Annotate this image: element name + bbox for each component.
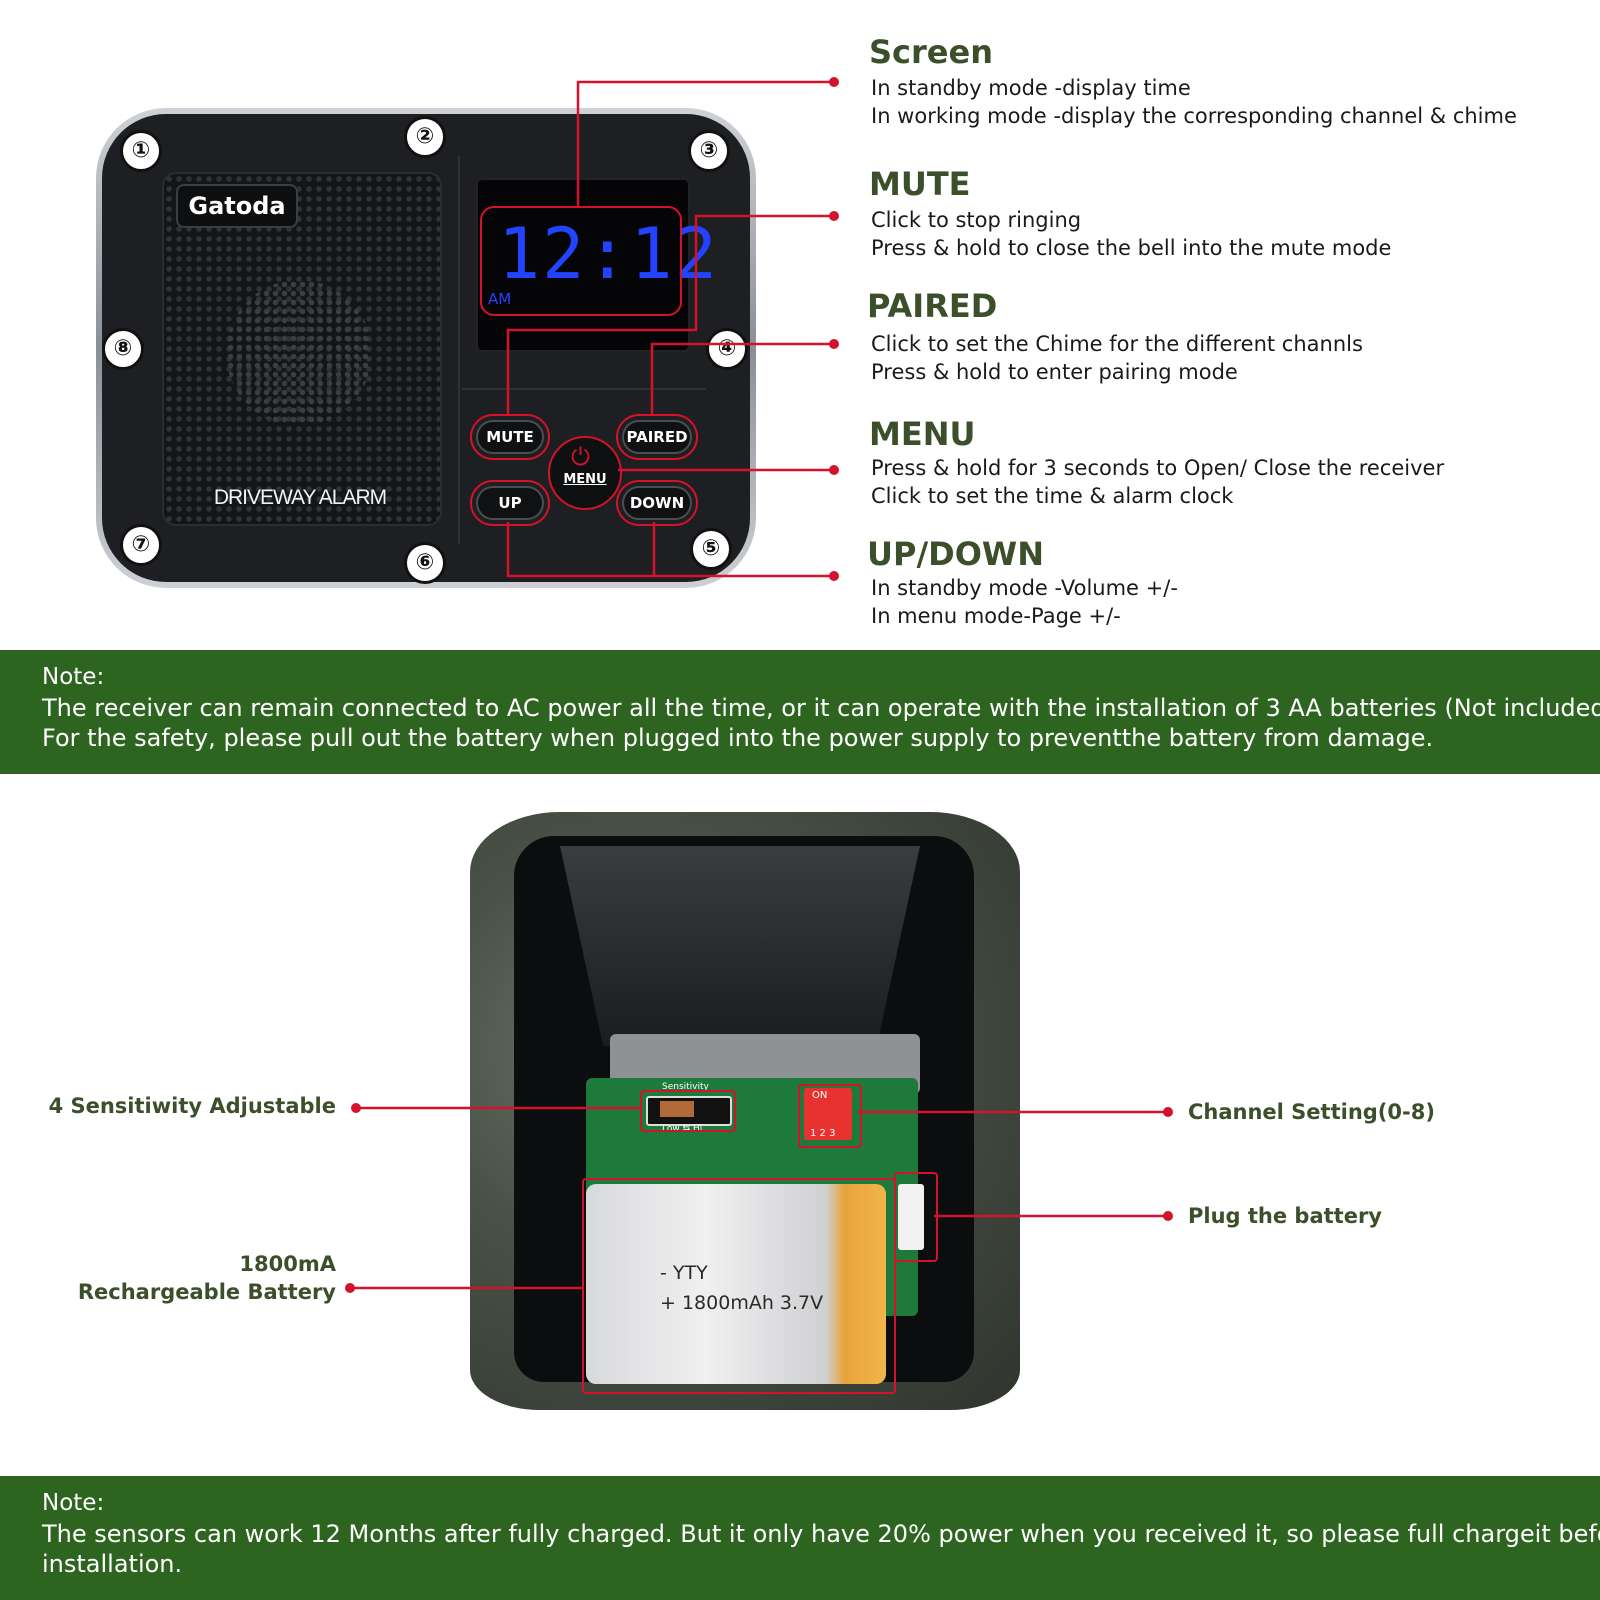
leader-dot (829, 211, 839, 221)
callout-line: In menu mode-Page +/- (871, 604, 1121, 628)
paired-button-ring (616, 414, 698, 460)
callout-line: Click to set the time & alarm clock (871, 484, 1234, 508)
callout-title: Screen (869, 33, 993, 71)
badge-3: ③ (688, 130, 730, 172)
badge-4: ④ (706, 328, 748, 370)
down-button-ring (616, 480, 698, 526)
battery-connector (898, 1184, 924, 1250)
down-button[interactable]: DOWN (622, 486, 692, 520)
badge-2: ② (404, 116, 446, 158)
channel-highlight (798, 1084, 862, 1148)
leader-updown (506, 522, 834, 578)
up-button[interactable]: UP (476, 486, 544, 520)
callout-line: In standby mode -Volume +/- (871, 576, 1178, 600)
note-bar-sensor: Note: The sensors can work 12 Months aft… (0, 1476, 1600, 1600)
leader-dot (345, 1283, 355, 1293)
note-line: installation. (42, 1550, 183, 1578)
note-line: The receiver can remain connected to AC … (42, 694, 1600, 722)
case-shelf (560, 846, 920, 1046)
leader-dot (829, 571, 839, 581)
leader-dot (351, 1103, 361, 1113)
note-bar-receiver: Note: The receiver can remain connected … (0, 650, 1600, 774)
screen-highlight (480, 206, 682, 316)
channel-dip-switch (804, 1088, 852, 1140)
note-line: For the safety, please pull out the batt… (42, 724, 1434, 752)
up-button-ring (470, 480, 550, 526)
lipo-battery (586, 1184, 886, 1384)
callout-line: Click to set the Chime for the different… (871, 332, 1363, 356)
badge-7: ⑦ (120, 524, 162, 566)
sensor-leader-lines (345, 1103, 1173, 1293)
leader-screen (576, 80, 834, 206)
pcb-lowhi-label: Low ⇆ Hi (662, 1124, 703, 1134)
panel-divider (458, 156, 460, 544)
label-channel: Channel Setting(0-8) (1188, 1100, 1435, 1124)
pcb-sensitivity-label: Sensitivity (662, 1082, 709, 1092)
mute-button[interactable]: MUTE (476, 420, 544, 454)
callout-line: Press & hold to close the bell into the … (871, 236, 1392, 260)
dip-on-label: ON (812, 1090, 828, 1101)
callout-leader-lines (506, 77, 839, 581)
label-battery-type: Rechargeable Battery (77, 1280, 336, 1304)
callout-title: MUTE (869, 165, 971, 203)
label-sensitivity: 4 Sensitiwity Adjustable (48, 1094, 336, 1118)
menu-button[interactable] (548, 436, 622, 510)
callout-line: In standby mode -display time (871, 76, 1191, 100)
label-plug: Plug the battery (1188, 1204, 1382, 1228)
switch-knob (660, 1101, 694, 1117)
callout-line: Click to stop ringing (871, 208, 1082, 232)
callout-line: Press & hold for 3 seconds to Open/ Clos… (871, 456, 1445, 480)
callout-line: In working mode -display the correspondi… (871, 104, 1517, 128)
badge-6: ⑥ (404, 542, 446, 584)
badge-1: ① (120, 130, 162, 172)
leader-dot (1163, 1211, 1173, 1221)
sensitivity-highlight (640, 1090, 736, 1132)
callout-title: MENU (869, 415, 976, 453)
speaker-cone (226, 280, 372, 426)
battery-print: - YTY (660, 1262, 708, 1284)
callout-line: Press & hold to enter pairing mode (871, 360, 1238, 384)
leader-dot (829, 465, 839, 475)
leader-mute (506, 214, 834, 414)
leader-paired (650, 342, 834, 414)
label-battery-capacity: 1800mA (239, 1252, 336, 1276)
badge-8: ⑧ (102, 328, 144, 370)
paired-button[interactable]: PAIRED (622, 420, 692, 454)
callout-title: PAIRED (867, 287, 998, 325)
note-heading: Note: (42, 664, 105, 690)
callout-title: UP/DOWN (867, 535, 1044, 573)
power-icon: ⏻ (571, 443, 590, 471)
badge-5: ⑤ (690, 528, 732, 570)
menu-button-label: MENU (563, 472, 607, 487)
battery-highlight (582, 1178, 896, 1394)
note-heading: Note: (42, 1490, 105, 1516)
leader-dot (829, 339, 839, 349)
device-label: DRIVEWAY ALARM (213, 486, 387, 509)
leader-dot (1163, 1107, 1173, 1117)
note-line: The sensors can work 12 Months after ful… (42, 1520, 1600, 1548)
battery-print: + 1800mAh 3.7V (660, 1292, 824, 1314)
mute-button-ring (470, 414, 550, 460)
panel-divider (462, 388, 706, 390)
brand-logo: Gatoda (176, 184, 298, 228)
leader-dot (829, 77, 839, 87)
dip-num-label: 1 2 3 (810, 1128, 836, 1139)
